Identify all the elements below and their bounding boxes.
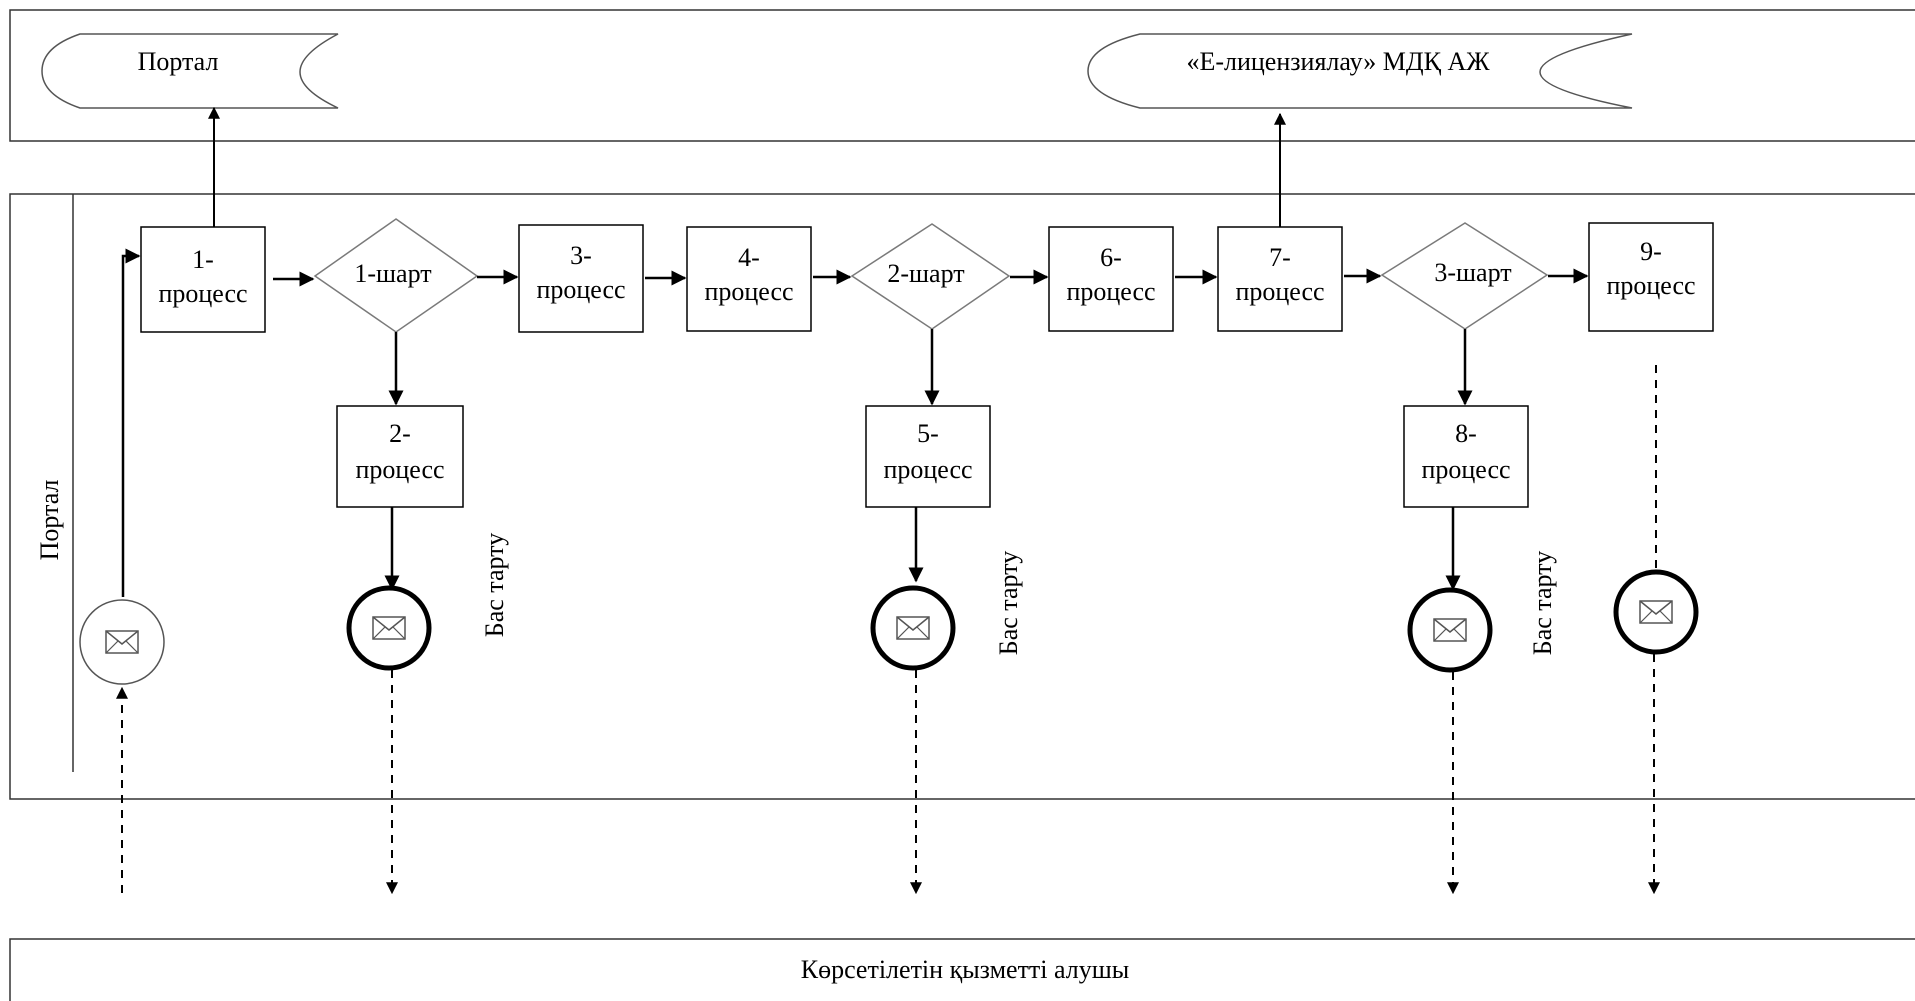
process-5-label: процесс — [883, 455, 972, 484]
bottom-pool-label: Көрсетілетін қызметті алушы — [801, 955, 1130, 984]
top-pool — [9, 9, 1915, 142]
envelope-icon — [1639, 600, 1673, 624]
process-3-label: процесс — [536, 275, 625, 304]
rejection-label-3: Бас тарту — [1528, 551, 1557, 655]
process-8-label: процесс — [1421, 455, 1510, 484]
process-3-num: 3- — [570, 241, 592, 270]
process-7: 7- процесс — [1217, 226, 1343, 332]
external-system-elicensing-label: «Е-лицензиялау» МДҚ АЖ — [1186, 47, 1490, 76]
external-system-elicensing: «Е-лицензиялау» МДҚ АЖ — [1087, 33, 1633, 109]
process-2: 2- процесс — [336, 405, 464, 508]
rejection-label-2: Бас тарту — [994, 551, 1023, 655]
process-4-num: 4- — [738, 243, 760, 272]
sequence-flows — [273, 268, 1589, 287]
start-flow — [121, 248, 141, 597]
process-2-label: процесс — [355, 455, 444, 484]
process-6-num: 6- — [1100, 243, 1122, 272]
process-1-label: процесс — [158, 279, 247, 308]
envelope-icon — [372, 616, 406, 640]
envelope-icon — [105, 630, 139, 654]
process-8: 8- процесс — [1403, 405, 1529, 508]
process-6-label: процесс — [1066, 277, 1155, 306]
process-4-label: процесс — [704, 277, 793, 306]
condition-3-label: 3-шарт — [1434, 258, 1511, 287]
decision-down-flows — [384, 329, 1473, 591]
process-6: 6- процесс — [1048, 226, 1174, 332]
process-9-label: процесс — [1606, 271, 1695, 300]
end-event-1 — [346, 585, 432, 671]
condition-1: 1-шарт — [313, 218, 479, 333]
process-9: 9- процесс — [1588, 222, 1714, 332]
lane-label-portal: Портал — [35, 480, 64, 561]
condition-2-label: 2-шарт — [887, 259, 964, 288]
message-flows-up — [208, 106, 1286, 227]
process-3: 3- процесс — [518, 224, 644, 333]
rejection-label-1: Бас тарту — [480, 533, 509, 637]
external-system-portal-label: Портал — [138, 47, 219, 76]
envelope-icon — [896, 616, 930, 640]
process-2-num: 2- — [389, 419, 411, 448]
process-7-num: 7- — [1269, 243, 1291, 272]
main-pool — [9, 193, 1915, 800]
process-7-label: процесс — [1235, 277, 1324, 306]
end-event-3 — [1407, 587, 1493, 673]
end-event-4 — [1613, 569, 1699, 655]
condition-3: 3-шарт — [1380, 222, 1549, 330]
start-event — [79, 599, 165, 685]
condition-2: 2-шарт — [850, 223, 1011, 330]
process-9-num: 9- — [1640, 237, 1662, 266]
envelope-icon — [1433, 618, 1467, 642]
bottom-pool — [9, 938, 1915, 1001]
process-5: 5- процесс — [865, 405, 991, 508]
process-1-num: 1- — [192, 245, 214, 274]
condition-1-label: 1-шарт — [354, 259, 431, 288]
process-5-num: 5- — [917, 419, 939, 448]
process-8-num: 8- — [1455, 419, 1477, 448]
process-1: 1- процесс — [140, 226, 266, 333]
dashed-message-flows — [116, 365, 1660, 895]
end-event-2 — [870, 585, 956, 671]
external-system-portal: Портал — [41, 33, 339, 109]
process-4: 4- процесс — [686, 226, 812, 332]
